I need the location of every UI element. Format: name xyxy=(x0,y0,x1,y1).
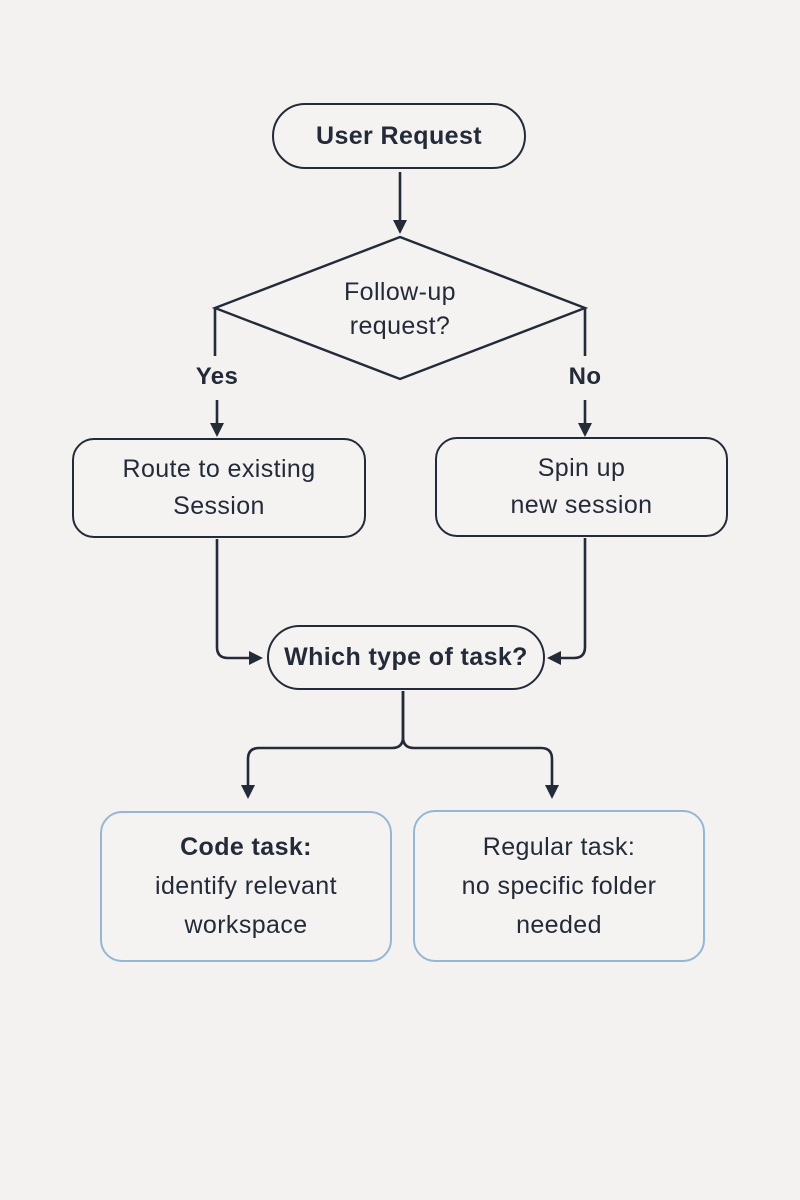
node-spin-up-new-session: Spin up new session xyxy=(435,437,728,537)
connector-task-to-regular xyxy=(401,691,554,785)
branch-label-yes: Yes xyxy=(195,363,239,390)
arrowhead-task-to-code xyxy=(241,785,255,799)
regular-task-line-2: needed xyxy=(516,910,602,939)
decision-diamond-shape xyxy=(211,235,589,381)
node-followup-decision: Follow-up request? xyxy=(280,275,520,343)
decision-line-2: request? xyxy=(349,312,451,340)
connector-spin-to-task xyxy=(561,538,587,660)
arrowhead-start-to-decision xyxy=(393,220,407,234)
code-task-line-1: identify relevant xyxy=(155,872,337,900)
route-line-2: Session xyxy=(173,492,265,520)
node-regular-task: Regular task: no specific folder needed xyxy=(413,810,705,962)
regular-task-line-1: no specific folder xyxy=(461,871,657,900)
arrowhead-route-to-task xyxy=(249,651,263,665)
arrowhead-no-to-spin xyxy=(578,423,592,437)
spin-line-1: Spin up xyxy=(537,454,626,482)
node-user-request: User Request xyxy=(272,103,526,169)
task-type-label: Which type of task? xyxy=(284,643,528,671)
regular-task-title: Regular task: xyxy=(482,832,636,861)
connector-route-to-task xyxy=(215,539,249,660)
spin-line-2: new session xyxy=(510,491,653,519)
arrowhead-task-to-regular xyxy=(545,785,559,799)
connector-task-to-code xyxy=(246,691,405,785)
arrowhead-yes-to-route xyxy=(210,423,224,437)
node-which-type-of-task: Which type of task? xyxy=(267,625,545,690)
node-user-request-label: User Request xyxy=(316,121,482,150)
route-line-1: Route to existing xyxy=(122,455,316,483)
node-route-existing-session: Route to existing Session xyxy=(72,438,366,538)
code-task-line-2: workspace xyxy=(184,911,308,939)
branch-label-no: No xyxy=(568,363,602,390)
arrowhead-spin-to-task xyxy=(547,651,561,665)
decision-line-1: Follow-up xyxy=(344,278,456,306)
node-code-task: Code task: identify relevant workspace xyxy=(100,811,392,962)
code-task-title: Code task: xyxy=(180,833,312,861)
